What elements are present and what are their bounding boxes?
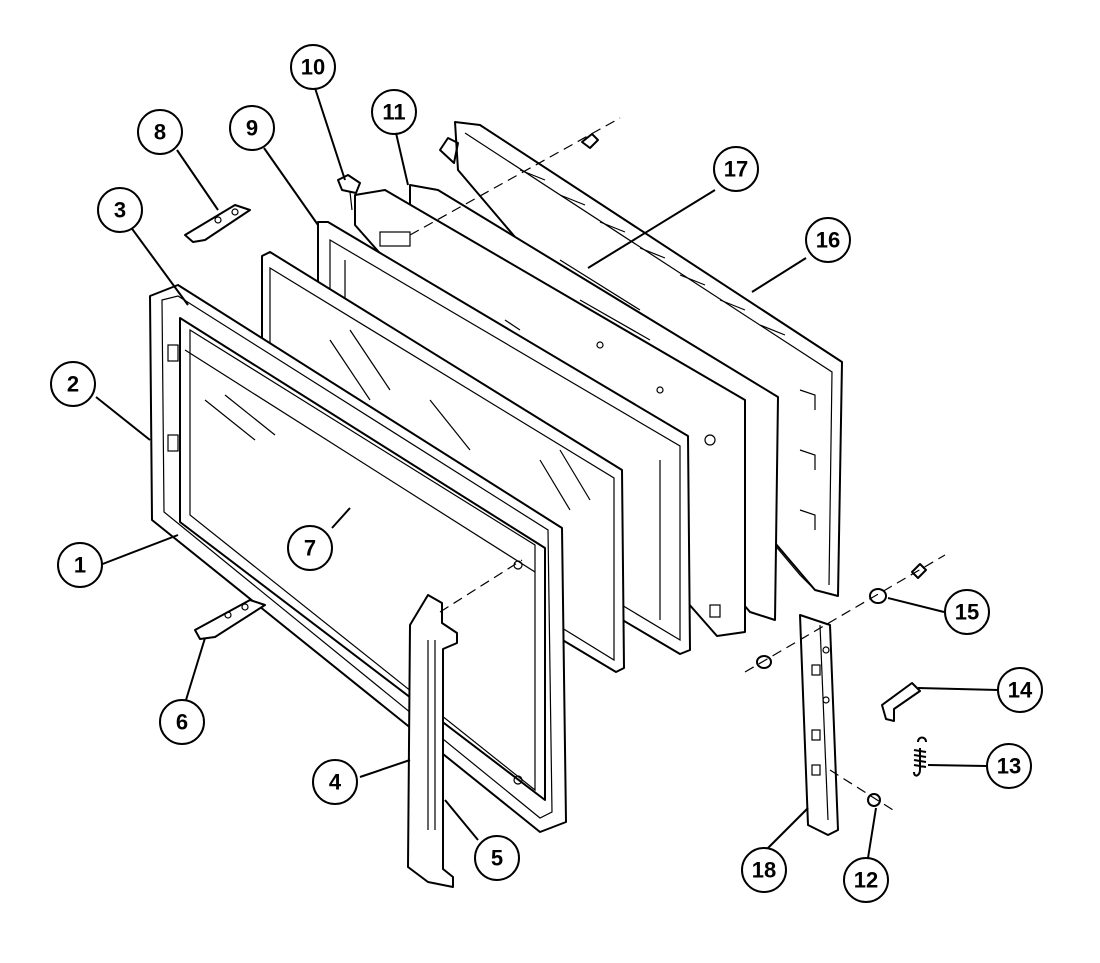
- part-14-latch: [881, 682, 921, 722]
- assembly-axis-lines: [409, 117, 946, 811]
- callout-16: 16: [805, 217, 851, 263]
- part-4-door-handle: [407, 594, 458, 888]
- callout-18-label: 18: [752, 858, 776, 883]
- callout-18: 18: [741, 847, 787, 893]
- part-15-washer: [756, 588, 887, 669]
- screw-top: [581, 133, 599, 149]
- callout-12-label: 12: [854, 868, 878, 893]
- callout-1-label: 1: [74, 553, 86, 578]
- callout-10: 10: [290, 44, 336, 90]
- callout-9-label: 9: [246, 116, 258, 141]
- callout-7-label: 7: [304, 536, 316, 561]
- callout-8: 8: [137, 109, 183, 155]
- callout-4-label: 4: [329, 770, 342, 795]
- callout-3: 3: [97, 187, 143, 233]
- callout-6: 6: [159, 699, 205, 745]
- callout-5: 5: [474, 835, 520, 881]
- callout-13-label: 13: [997, 754, 1021, 779]
- callout-4: 4: [312, 759, 358, 805]
- callout-12: 12: [843, 857, 889, 903]
- part-18-latch-plate: [799, 614, 839, 836]
- callout-10-label: 10: [301, 55, 325, 80]
- part-8-upper-hinge: [184, 204, 251, 243]
- callout-16-label: 16: [816, 228, 840, 253]
- screw-right: [911, 563, 927, 579]
- callout-14-label: 14: [1008, 678, 1033, 703]
- callout-11-label: 11: [382, 100, 405, 125]
- part-6-lower-hinge: [194, 599, 266, 640]
- callout-13: 13: [986, 743, 1032, 789]
- callout-11: 11: [371, 89, 417, 135]
- part-10-bracket: [337, 174, 361, 211]
- callout-3-label: 3: [114, 198, 126, 223]
- part-12-pin: [867, 793, 881, 807]
- callout-9: 9: [229, 105, 275, 151]
- callout-2-label: 2: [67, 372, 79, 397]
- callout-8-label: 8: [154, 120, 166, 145]
- part-1-outer-door-frame: [149, 284, 567, 833]
- callout-15: 15: [944, 589, 990, 635]
- callout-2: 2: [50, 361, 96, 407]
- callout-1: 1: [57, 542, 103, 588]
- callout-7: 7: [287, 525, 333, 571]
- callout-6-label: 6: [176, 710, 188, 735]
- callout-17: 17: [713, 146, 759, 192]
- callout-14: 14: [997, 667, 1043, 713]
- callout-15-label: 15: [955, 600, 979, 625]
- callout-17-label: 17: [724, 157, 748, 182]
- part-13-spring: [913, 736, 927, 777]
- leader-lines: [95, 87, 999, 859]
- callout-5-label: 5: [491, 846, 503, 871]
